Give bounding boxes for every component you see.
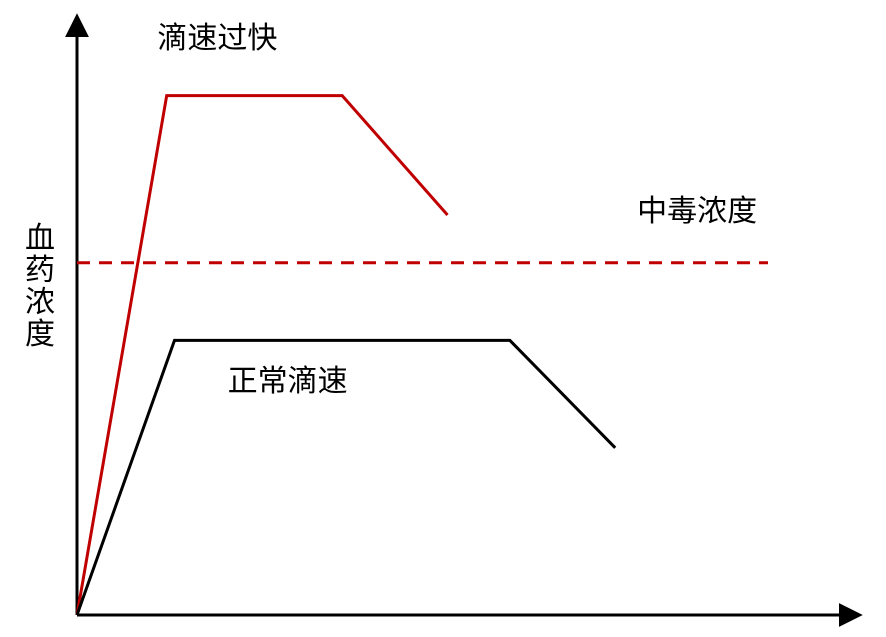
series-line-0 [75, 94, 449, 616]
annotation-label-2: 中毒浓度 [637, 194, 757, 229]
y-axis-label-char: 度 [25, 317, 55, 352]
annotation-label-1: 正常滴速 [228, 364, 348, 399]
y-axis-label-char: 血 [25, 221, 55, 256]
y-axis-label-char: 浓 [25, 285, 55, 320]
y-axis-label-char: 药 [25, 253, 55, 288]
series-line-1 [75, 338, 617, 616]
annotation-label-0: 滴速过快 [157, 21, 277, 56]
series-lines [75, 94, 617, 616]
